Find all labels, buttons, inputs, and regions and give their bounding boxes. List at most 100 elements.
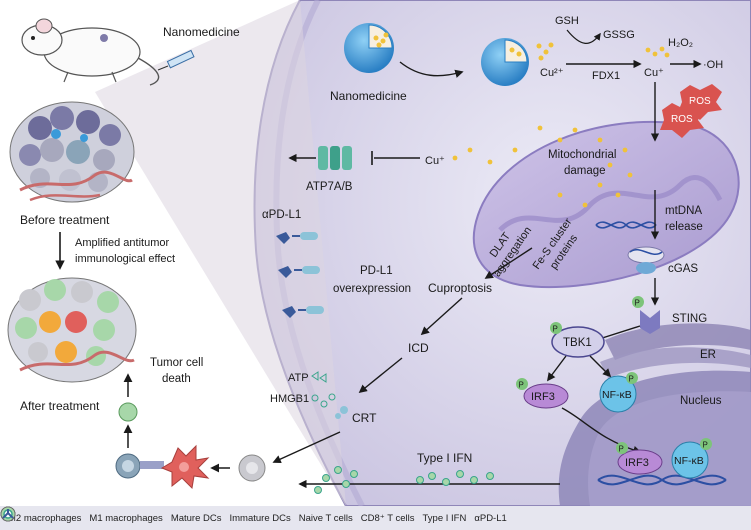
mouse-illustration: [21, 18, 160, 86]
legend-label: Immature DCs: [229, 512, 291, 524]
svg-text:ROS: ROS: [689, 96, 711, 107]
legend-label: CD8⁺ T cells: [360, 512, 415, 524]
syringe-icon: [157, 49, 195, 71]
hmgb1-label: HMGB1: [270, 393, 309, 405]
after-treatment-label: After treatment: [20, 399, 100, 413]
arrow-gsh-to-gssg: [566, 29, 601, 44]
gssg-label: GSSG: [603, 29, 635, 41]
svg-text:P: P: [519, 381, 524, 390]
amplified-label-line2: immunological effect: [75, 253, 175, 265]
arrow-into-nucleus: [561, 407, 642, 455]
cu-export-label: Cu⁺: [425, 155, 445, 167]
arrow-tbk1-to-nfkb: [589, 355, 612, 378]
tumor-cell-death-line2: death: [162, 373, 191, 385]
svg-text:P: P: [635, 299, 640, 308]
cgas-icon: [627, 246, 665, 274]
cuproptosis-label: Cuproptosis: [428, 281, 492, 295]
atp7-transporter-icon: [318, 146, 352, 170]
nanomedicine-label-left: Nanomedicine: [163, 25, 240, 39]
endoplasmic-reticulum: [600, 323, 751, 378]
before-treatment-label: Before treatment: [20, 213, 110, 227]
legend-label: M2 macrophages: [8, 512, 82, 524]
apdl1-label: αPD-L1: [262, 209, 301, 221]
zoom-cone: [95, 0, 346, 506]
fdx1-label: FDX1: [592, 70, 620, 82]
ifn-particles: [314, 466, 494, 494]
p-badge-irf3: P: [516, 378, 528, 390]
pdl1-receptor-3: [282, 306, 324, 318]
irf3-nuclear-node: IRF3: [617, 449, 663, 475]
mtdna-helix: [595, 221, 657, 229]
er-label: ER: [700, 349, 716, 361]
crt-label: CRT: [352, 411, 377, 425]
p-badge-sting: P: [632, 296, 644, 308]
tumor-before: [9, 101, 135, 203]
legend-item: M2 macrophages: [0, 506, 82, 524]
legend-label: Naive T cells: [298, 512, 353, 524]
svg-text:P: P: [629, 375, 634, 384]
oh-label: ·OH: [703, 59, 723, 71]
legend-label: Type I IFN: [422, 512, 467, 524]
dna-helix-nucleus: [597, 474, 727, 486]
danger-signal-icons: [311, 371, 336, 408]
legend-item: Immature DCs: [0, 506, 291, 524]
tumor-after: [7, 277, 137, 383]
cgas-label: cGAS: [668, 263, 698, 275]
legend-label: αPD-L1: [474, 512, 507, 524]
type-i-ifn-label: Type I IFN: [417, 451, 472, 465]
mtdna-line2: release: [665, 221, 703, 233]
arrow-icd-to-crt: [358, 357, 403, 394]
immature-dc: [238, 454, 266, 482]
p-badge-irf3-nuclear: P: [616, 442, 628, 454]
arrow-mito-to-cuproptosis: [484, 247, 533, 279]
mito-damage-line1: Mitochondrial: [548, 149, 616, 161]
cd8-t-cell: [118, 402, 138, 422]
legend-item: CD8⁺ T cells: [0, 506, 415, 524]
legend-item: Type I IFN: [3, 509, 467, 524]
sting-icon: [640, 310, 660, 334]
atp7-label: ATP7A/B: [306, 181, 353, 193]
cu-dots-export: [452, 125, 633, 208]
tumor-cell-death-line1: Tumor cell: [150, 357, 203, 369]
mito-damage-line2: damage: [564, 165, 606, 177]
arrow-nano-to-release: [399, 61, 464, 78]
p-badge-nfkb: P: [626, 372, 638, 384]
cu1-label: Cu⁺: [644, 67, 664, 79]
nucleus-label: Nucleus: [680, 395, 722, 407]
cu2-label: Cu²⁺: [540, 67, 564, 79]
p-badge-nfkb-nuclear: P: [700, 438, 712, 450]
arrow-cuproptosis-to-icd: [420, 297, 463, 336]
arrow-crt-to-dc: [272, 431, 341, 464]
legend-bar: M2 macrophages M1 macrophages Mature DCs Im…: [0, 506, 751, 530]
diagram-canvas: Nanomedicine Before treatment Amplified …: [7, 0, 751, 506]
svg-text:IRF3: IRF3: [625, 457, 649, 469]
pdl1-receptor-2: [278, 266, 320, 278]
svg-text:TBK1: TBK1: [563, 337, 592, 349]
svg-text:P: P: [703, 441, 708, 450]
amplified-label-line1: Amplified antitumor: [75, 237, 169, 249]
legend-item: Mature DCs: [0, 506, 222, 524]
icd-label: ICD: [408, 341, 429, 355]
ros-badge-2: ROS: [660, 102, 704, 138]
nanomedicine-label-cell: Nanomedicine: [330, 89, 407, 103]
legend-item: αPD-L1: [2, 509, 507, 524]
pdl1-line2: overexpression: [333, 283, 411, 295]
pdl1-line1: PD-L1: [360, 265, 393, 277]
apdl1-icon: [2, 509, 14, 519]
nfkb-nuclear-node: NF-κB: [671, 441, 709, 479]
irf3-node: IRF3: [523, 383, 569, 409]
svg-text:IRF3: IRF3: [531, 391, 555, 403]
svg-text:NF-κB: NF-κB: [674, 455, 704, 467]
atp-label: ATP: [288, 372, 309, 384]
gsh-label: GSH: [555, 15, 579, 27]
pdl1-receptor-1: [276, 232, 318, 244]
crt-receptor-icon: [335, 406, 348, 419]
legend-item: M1 macrophages: [0, 506, 163, 524]
nanoparticle-releasing-icon: [481, 38, 554, 86]
legend-label: M1 macrophages: [89, 512, 163, 524]
legend-item: Naive T cells: [0, 506, 353, 524]
tbk1-node: TBK1: [551, 326, 605, 358]
svg-text:NF-κB: NF-κB: [602, 389, 632, 401]
nfkb-node: NF-κB: [599, 375, 637, 413]
legend-label: Mature DCs: [170, 512, 222, 524]
